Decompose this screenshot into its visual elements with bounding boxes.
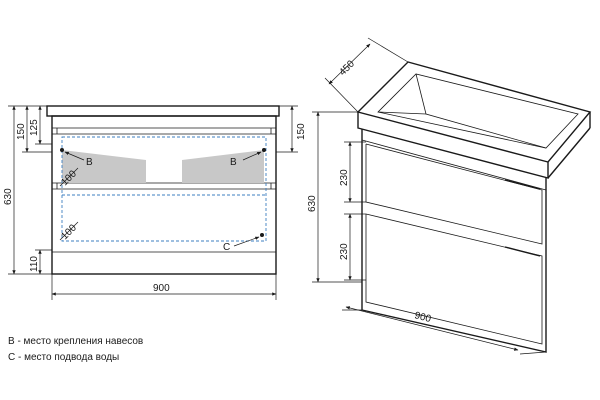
marker-b-right: B [230, 157, 237, 168]
label-110: 110 [29, 256, 40, 272]
label-150-right: 150 [296, 123, 307, 140]
legend-c: С - место подвода воды [8, 352, 120, 363]
label-630-iso: 630 [307, 195, 318, 212]
internal-outline [61, 136, 267, 242]
dim-900-iso [345, 306, 519, 351]
label-125: 125 [29, 119, 40, 136]
hinge-point-right [262, 148, 266, 152]
hinge-zone-left [62, 150, 146, 183]
label-230-bottom: 230 [339, 243, 350, 260]
countertop-front-edge [357, 112, 549, 179]
iso-drawer-top [365, 143, 543, 245]
dim-450 [328, 43, 371, 85]
water-supply-point [260, 233, 264, 237]
label-230-top: 230 [339, 169, 350, 186]
marker-c: C [223, 242, 230, 253]
basin-outline [377, 73, 579, 149]
iso-drawer-bottom [365, 213, 543, 345]
countertop [46, 105, 280, 117]
hinge-zone-right [182, 150, 264, 183]
marker-b-left: B [86, 157, 93, 168]
cabinet-body [51, 115, 277, 275]
label-630-front: 630 [3, 188, 14, 205]
iso-view: 450 630 230 230 900 [307, 37, 592, 355]
label-900-front: 900 [153, 283, 170, 294]
front-view: B B C 100 100 630 150 125 110 150 [3, 105, 307, 300]
iso-cabinet-body [361, 129, 547, 353]
label-450: 450 [337, 58, 357, 78]
countertop-top-face [356, 61, 592, 163]
label-150-left: 150 [16, 123, 27, 140]
label-900-iso: 900 [413, 310, 432, 325]
legend-b: B - место крепления навесов [8, 336, 144, 347]
hinge-point-left [60, 148, 64, 152]
